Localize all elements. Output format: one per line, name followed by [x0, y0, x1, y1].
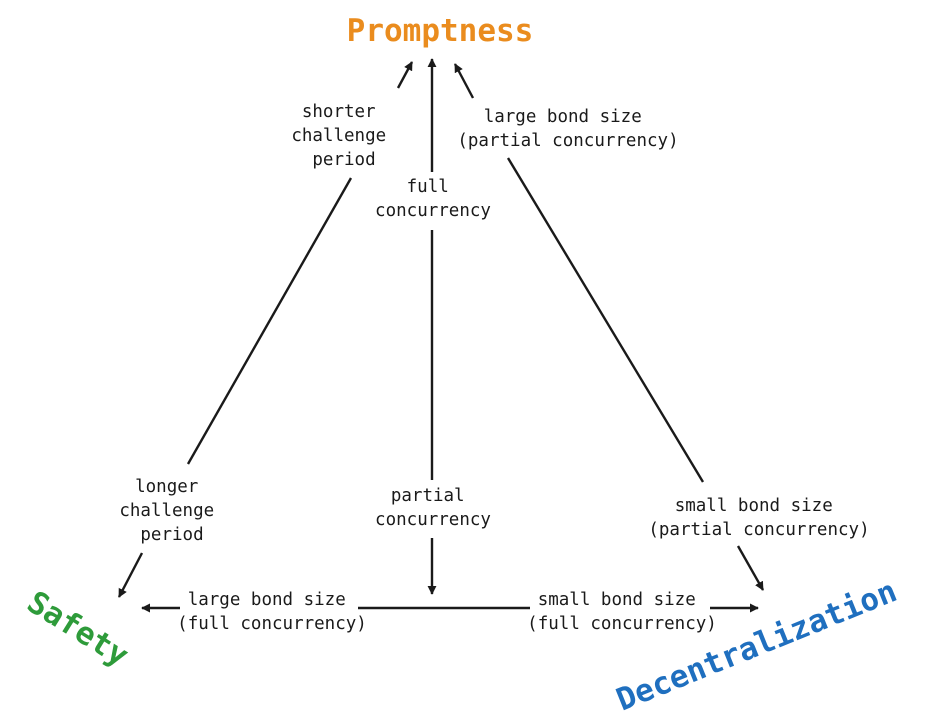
vertex-safety: Safety [21, 584, 135, 674]
edge-right-main-segment [506, 157, 705, 483]
label-small-bond-partial: small bond size (partial concurrency) [648, 496, 869, 540]
edge-left-bottom-segment [117, 552, 144, 598]
label-large-bond-partial: large bond size (partial concurrency) [457, 107, 678, 151]
label-large-bond-full: large bond size (full concurrency) [177, 590, 367, 634]
label-longer-challenge-period: longer challenge period [119, 477, 224, 545]
edge-right-bottom-segment [736, 545, 765, 591]
edge-left-top-segment [396, 61, 414, 89]
label-small-bond-full: small bond size (full concurrency) [527, 590, 717, 634]
edge-left-main-segment [186, 177, 353, 465]
label-full-concurrency: full concurrency [375, 177, 491, 221]
label-shorter-challenge-period: shorter challenge period [291, 102, 396, 170]
vertex-promptness: Promptness [347, 13, 534, 49]
edge-right-top-segment [453, 63, 475, 99]
label-partial-concurrency: partial concurrency [375, 486, 491, 530]
